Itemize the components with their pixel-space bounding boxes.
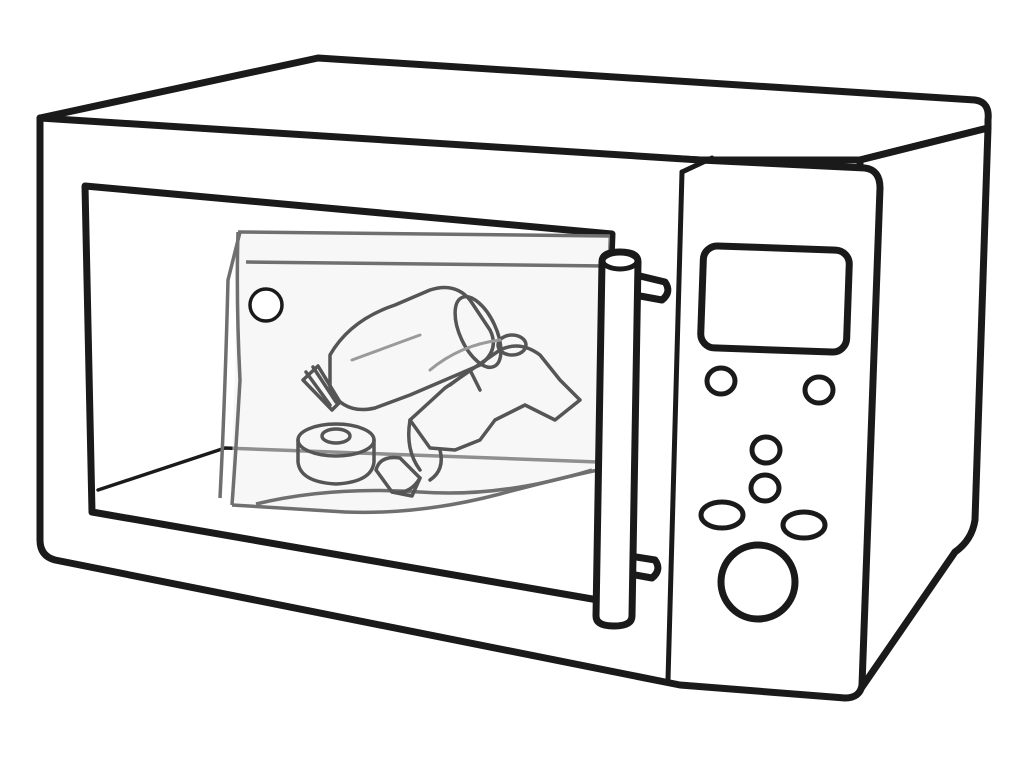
bottle-icon (328, 285, 503, 412)
display-window-icon (697, 242, 853, 356)
microwave-side (856, 124, 992, 694)
dial-knob-icon[interactable] (717, 541, 799, 623)
valve-icon (374, 455, 422, 498)
pump-body-icon (407, 333, 582, 482)
right-oval-button-icon[interactable] (780, 509, 828, 541)
bottle-cap-icon (296, 422, 376, 486)
center-top-button-icon[interactable] (749, 434, 783, 466)
left-oval-button-icon[interactable] (698, 499, 746, 531)
teat-icon (301, 364, 342, 412)
door-divider (665, 169, 685, 683)
steam-bag-icon (218, 230, 611, 515)
panel-bevel (679, 155, 715, 175)
top-left-button-icon[interactable] (704, 365, 738, 397)
door-handle[interactable] (592, 248, 672, 630)
top-right-button-icon[interactable] (802, 374, 836, 406)
center-bottom-button-icon[interactable] (748, 472, 782, 504)
